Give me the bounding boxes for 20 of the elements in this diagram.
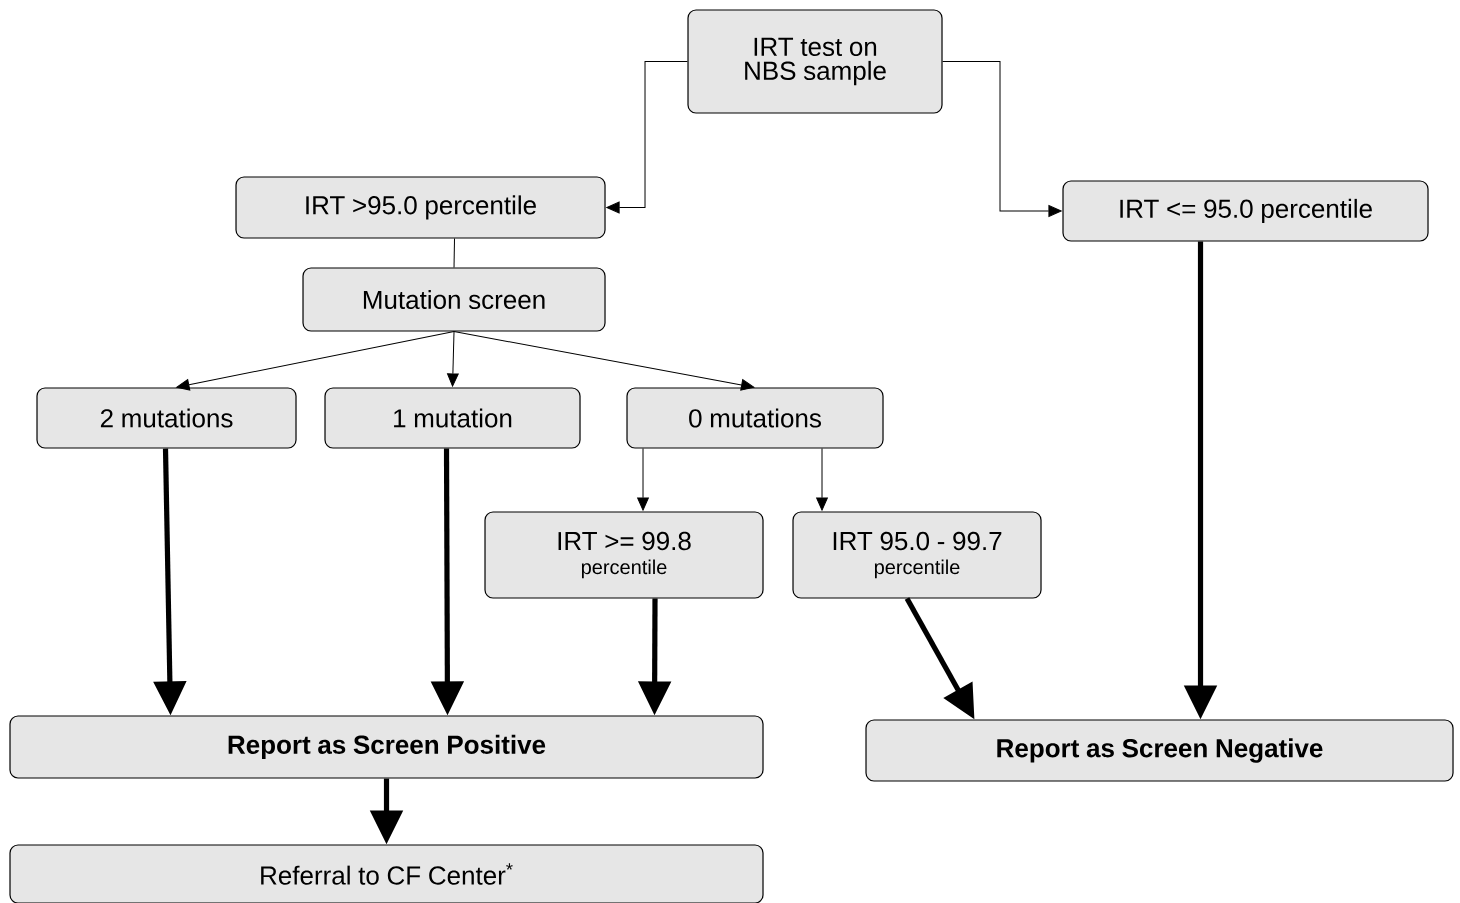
process-box: 2 mutations <box>36 387 297 449</box>
arrow <box>176 331 455 391</box>
process-box: 1 mutation <box>324 387 581 449</box>
process-box: Report as Screen Negative <box>865 719 1454 782</box>
arrow <box>606 61 688 214</box>
arrow <box>942 61 1062 217</box>
arrow <box>453 331 755 391</box>
process-box: IRT >= 99.8 percentile <box>484 511 764 599</box>
process-box: Referral to CF Center$^{*}$ <box>9 844 764 903</box>
process-box: IRT <= 95.0 percentile <box>1062 180 1429 242</box>
arrow <box>447 331 459 387</box>
process-box: IRT 95.0 - 99.7 percentile <box>792 511 1042 599</box>
arrow <box>637 448 649 511</box>
process-box: Report as Screen Positive <box>9 715 764 779</box>
process-box: IRT test on NBS sample <box>687 9 943 114</box>
process-box: Mutation screen <box>302 267 606 332</box>
arrow <box>816 448 828 511</box>
process-box: IRT >95.0 percentile <box>235 176 606 239</box>
process-box: 0 mutations <box>626 387 884 449</box>
connector-line <box>453 238 455 268</box>
